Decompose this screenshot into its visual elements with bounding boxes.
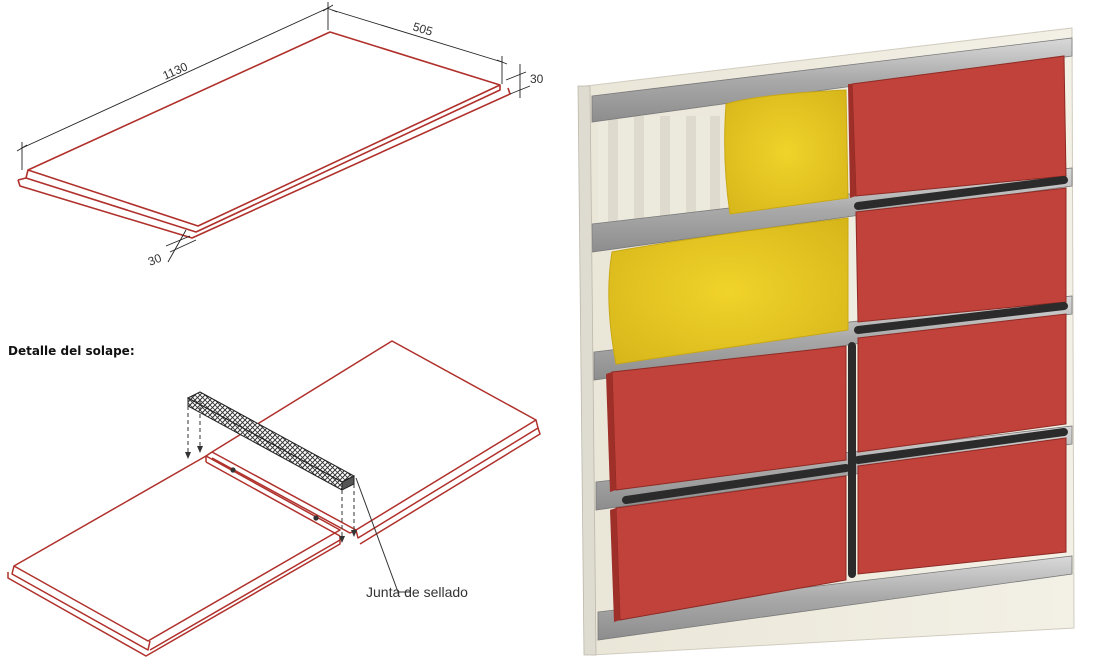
- front-panel-top: [13, 455, 341, 642]
- panel-joints: [622, 176, 1068, 578]
- panel-lower-layer: [17, 87, 511, 239]
- cladding-panel: [851, 55, 1067, 197]
- seal-leader-line: [355, 477, 410, 593]
- cladding-panel: [615, 475, 847, 621]
- facade-render: [577, 27, 1075, 656]
- dimension-lines: [16, 2, 531, 263]
- panel-edge-mid: [25, 85, 501, 233]
- dim-thickness-right-label: 30: [530, 72, 544, 86]
- cladding-panel: [855, 187, 1067, 323]
- dim-length-label: 1130: [161, 59, 191, 82]
- screw-upper: [230, 467, 236, 473]
- panel-top-face: [27, 31, 501, 227]
- guide-arrowheads: [185, 446, 357, 543]
- overlap-detail-title: Detalle del solape:: [8, 344, 135, 358]
- corrugated-wall: [598, 116, 720, 224]
- cladding-panel: [857, 313, 1067, 453]
- cladding-panel: [611, 345, 847, 491]
- screw-lower: [313, 515, 319, 521]
- wall-edge: [577, 85, 597, 656]
- red-cladding-panels: [606, 55, 1067, 622]
- sealing-gasket: [186, 391, 356, 491]
- dim-width-label: 505: [411, 19, 435, 38]
- cladding-panel: [857, 437, 1067, 575]
- single-panel-drawing: [17, 31, 511, 239]
- overlap-detail-drawing: [7, 340, 541, 657]
- seal-label: Junta de sellado: [366, 584, 468, 600]
- dim-thickness-front-label: 30: [146, 251, 164, 269]
- placement-guides: [187, 400, 355, 540]
- mineral-wool-insulation: [608, 89, 849, 365]
- panel-step: [17, 177, 27, 181]
